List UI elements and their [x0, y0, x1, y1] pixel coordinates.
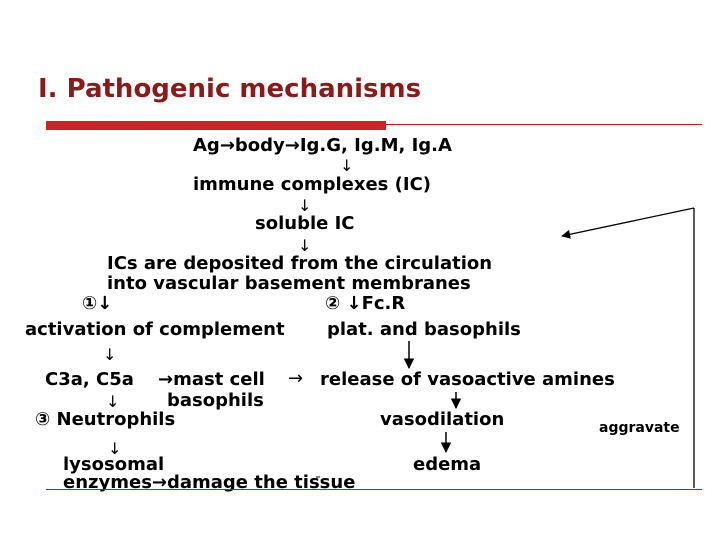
arrow-down-neutrophils: ↓: [106, 392, 120, 411]
feedback-arrow-to-soluble-ic: [561, 207, 695, 239]
header-rule: [386, 124, 702, 125]
arrow-right-release: →: [288, 368, 304, 389]
deposition-line-2: into vascular basement membranes: [107, 273, 471, 294]
arrow-down-1: ↓: [340, 156, 354, 175]
aggravate-label: aggravate: [599, 420, 680, 436]
soluble-ic-line: soluble IC: [255, 213, 355, 234]
deposition-line-1: ICs are deposited from the circulation: [107, 253, 493, 274]
platelets-basophils: plat. and basophils: [327, 319, 521, 340]
enzymes-damage: enzymes→damage the tissue: [63, 472, 356, 493]
arrow-down-3: ↓: [298, 236, 312, 255]
vasoactive-amines: release of vasoactive amines: [320, 369, 615, 390]
vasodilation: vasodilation: [380, 409, 505, 430]
complement-activation: activation of complement: [25, 319, 285, 340]
mechanism-1-marker: ①↓: [82, 293, 113, 314]
edema: edema: [413, 454, 482, 475]
antibody-line: Ag→body→Ig.G, Ig.M, Ig.A: [193, 135, 452, 156]
basophils-label: basophils: [167, 390, 264, 411]
arrow-down-lysosomal: ↓: [108, 439, 122, 458]
lysosomal: lysosomal: [63, 454, 165, 475]
footer-rule: [46, 489, 702, 490]
page-title: I. Pathogenic mechanisms: [38, 74, 422, 104]
arrow-down-complement: ↓: [103, 345, 117, 364]
immune-complexes-line: immune complexes (IC): [193, 174, 431, 195]
accent-bar: [46, 121, 386, 130]
arrow-down-2: ↓: [298, 196, 312, 215]
mechanism-2-marker: ② ↓Fc.R: [325, 293, 406, 314]
neutrophils: ③ Neutrophils: [35, 409, 176, 430]
c3a-c5a: C3a, C5a: [45, 369, 134, 390]
mast-cell: →mast cell: [158, 369, 265, 390]
